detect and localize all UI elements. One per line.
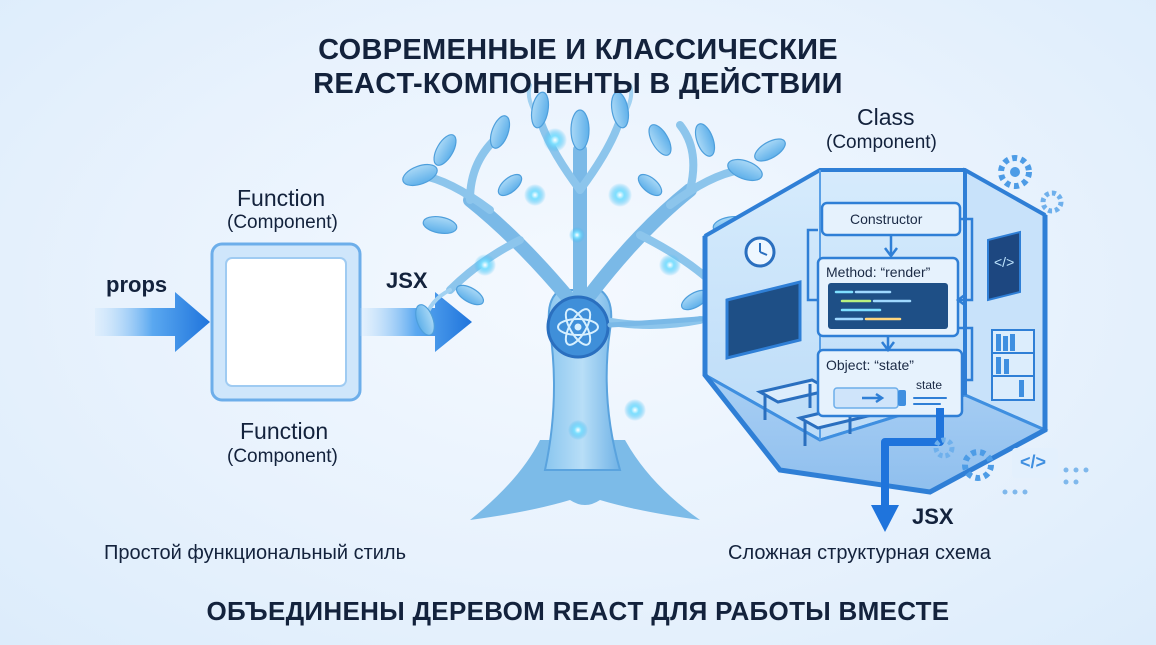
function-bottom-sublabel: (Component) <box>227 446 338 467</box>
gear-icon <box>998 155 1032 189</box>
tree-to-class-connector <box>607 315 715 328</box>
class-jsx-output-arrow <box>871 408 944 532</box>
state-object-label: Object: “state” <box>826 357 914 373</box>
function-top-sublabel: (Component) <box>227 212 338 233</box>
function-jsx-label: JSX <box>386 268 428 293</box>
code-screen <box>987 230 1021 302</box>
footer-text: ОБЪЕДИНЕНЫ ДЕРЕВОМ REACT ДЛЯ РАБОТЫ ВМЕС… <box>206 596 950 626</box>
page-title-line2: REACT-КОМПОНЕНТЫ В ДЕЙСТВИИ <box>313 68 843 100</box>
page-title-line1: СОВРЕМЕННЫЕ И КЛАССИЧЕСКИЕ <box>318 34 838 66</box>
dot-decoration <box>1002 467 1089 495</box>
props-input-arrow <box>95 292 210 352</box>
state-label: state <box>916 378 943 392</box>
class-sublabel: (Component) <box>826 132 937 153</box>
render-method-box <box>816 256 960 338</box>
class-jsx-label: JSX <box>912 504 954 529</box>
functional-caption: Простой функциональный стиль <box>104 542 407 564</box>
class-label: Class <box>857 104 915 130</box>
gear-icon-bottom <box>962 449 994 481</box>
function-top-label: Function <box>237 185 326 211</box>
code-tag-icon <box>1012 448 1058 478</box>
small-gear-icon-bottom <box>933 437 955 459</box>
class-caption: Сложная структурная схема <box>728 542 991 564</box>
small-gear-icon <box>1040 190 1064 214</box>
jsx-output-arrow <box>360 292 472 352</box>
props-label: props <box>106 272 168 297</box>
clock-icon <box>744 236 776 268</box>
bookshelf <box>991 329 1035 401</box>
chalkboard <box>725 280 802 360</box>
constructor-label: Constructor <box>850 211 923 227</box>
react-logo-icon <box>546 295 610 359</box>
function-bottom-label: Function <box>240 418 329 444</box>
screen-code-tag: </> <box>994 254 1015 270</box>
class-flow-arrows <box>806 217 974 404</box>
function-component-box <box>210 242 362 402</box>
render-method-label: Method: “render” <box>826 264 931 280</box>
code-tag-text: </> <box>1020 452 1047 472</box>
gear-hub <box>1010 167 1020 177</box>
